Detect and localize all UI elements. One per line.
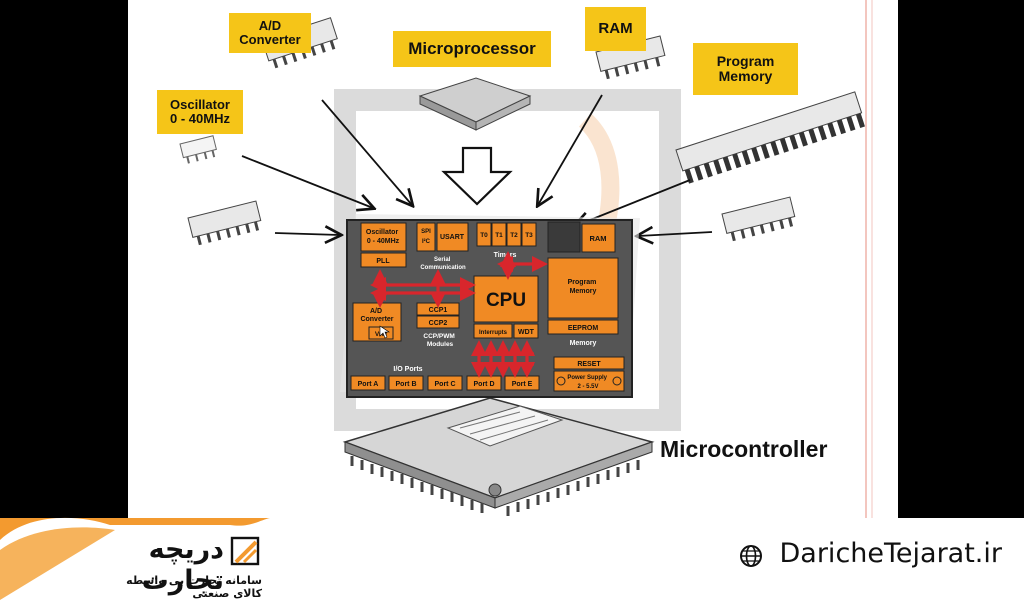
die-oscillator-block (360, 222, 407, 252)
die-ccp2-block (416, 315, 460, 329)
plus-icon (556, 376, 566, 386)
die-timer-t2-label: T2 (510, 232, 518, 239)
footer-background (0, 518, 1024, 600)
die-spi-block (416, 222, 436, 252)
die-eeprom-block (547, 319, 619, 335)
microcontroller-title: Microcontroller (660, 436, 827, 462)
die-program-memory-block (547, 257, 619, 319)
die-reset-block (553, 356, 625, 370)
arrow-from-right-chip (638, 232, 713, 236)
die-port-b (388, 375, 424, 391)
dip-chip-left-icon (187, 200, 262, 246)
site-url-text: DaricheTejarat.ir (779, 538, 1003, 569)
die-timer-t0 (476, 222, 492, 247)
arrow-from-left-chip (274, 233, 340, 235)
oscillator-chip-icon (179, 135, 217, 164)
die-port-a (350, 375, 386, 391)
arrow-from-ram (538, 94, 603, 205)
die-oscillator-label: Oscillator 0 - 40MHz (366, 229, 400, 245)
die-interrupts-block (473, 323, 513, 339)
label-ad-converter: A/D Converter (229, 13, 311, 53)
arrow-from-adc (321, 99, 412, 205)
brand-name: دریچه تجارت (141, 534, 224, 596)
die-serial-label: Serial Communication (420, 257, 466, 271)
die-port-d-label: Port D (474, 381, 495, 388)
die-port-c (427, 375, 463, 391)
die-ram-block (581, 223, 616, 253)
left-sidebar (0, 0, 128, 518)
die-port-b-label: Port B (396, 381, 417, 388)
die-cpu-block (473, 275, 539, 323)
die-usart-label: USART (440, 234, 465, 241)
die-timer-t2 (506, 222, 522, 247)
die-pll-block (360, 252, 407, 268)
die-io-ports-label: I/O Ports (393, 366, 422, 373)
die-ram-label: RAM (589, 234, 606, 243)
die-ram-grid (547, 221, 581, 253)
die-timers-label: Timers (494, 252, 517, 259)
label-program-memory: Program Memory (693, 43, 798, 95)
die-program-memory-label: Program Memory (568, 279, 599, 295)
die-timer-t1 (491, 222, 507, 247)
die-timer-t0-label: T0 (480, 232, 488, 239)
die-timer-t1-label: T1 (495, 232, 503, 239)
arrow-from-oscillator (241, 155, 373, 208)
die-port-c-label: Port C (435, 381, 456, 388)
die-memory-label: Memory (570, 340, 597, 347)
label-ram: RAM (585, 7, 646, 51)
die-ccp1-label: CCP1 (429, 307, 448, 314)
microprocessor-chip-icon (418, 77, 532, 131)
die-ccp-modules-label: CCP/PWM Modules (423, 333, 456, 348)
die-spi-label: SPI (421, 229, 431, 235)
label-microprocessor: Microprocessor (393, 31, 551, 67)
die-adc-label: A/D Converter (360, 308, 393, 323)
die-i2c-label: I²C (422, 238, 431, 245)
brand-logo-icon (230, 536, 260, 566)
die-usart-block (436, 222, 469, 252)
dip-chip-right-icon (721, 196, 796, 242)
site-url-link[interactable]: DaricheTejarat.ir (752, 538, 1003, 569)
die-port-e-label: Port E (512, 381, 533, 388)
die-reset-label: RESET (577, 361, 601, 368)
die-power-block (553, 370, 625, 392)
die-power-label: Power Supply 2 - 5.5V (567, 375, 608, 390)
die-timer-t3-label: T3 (525, 232, 533, 239)
die-interrupts-label: Interrupts (479, 330, 508, 336)
right-sidebar (898, 0, 1024, 518)
microcontroller-package (342, 397, 655, 516)
down-arrow-from-microprocessor (441, 146, 513, 206)
minus-icon (612, 376, 622, 386)
mouse-cursor-icon (379, 325, 390, 339)
footer-orange-shape-2 (0, 527, 115, 600)
program-memory-chip-icon (675, 91, 866, 185)
die-timer-t3 (521, 222, 537, 247)
data-bus-arrows (370, 251, 548, 378)
die-wdt-label: WDT (518, 329, 535, 336)
brand-tagline: سامانه تجارت بی واسطه کالای صنعتی (126, 574, 262, 600)
die-ccp2-label: CCP2 (429, 320, 448, 327)
die-wdt-block (513, 323, 539, 339)
label-oscillator: Oscillator 0 - 40MHz (157, 90, 243, 134)
die-cpu-label: CPU (486, 290, 526, 311)
microcontroller-die: Oscillator 0 - 40MHz PLL SPI I²C USART S… (340, 214, 640, 398)
die-pll-label: PLL (376, 258, 390, 265)
globe-icon (740, 545, 762, 567)
die-port-a-label: Port A (358, 381, 379, 388)
die-eeprom-label: EEPROM (568, 325, 599, 332)
